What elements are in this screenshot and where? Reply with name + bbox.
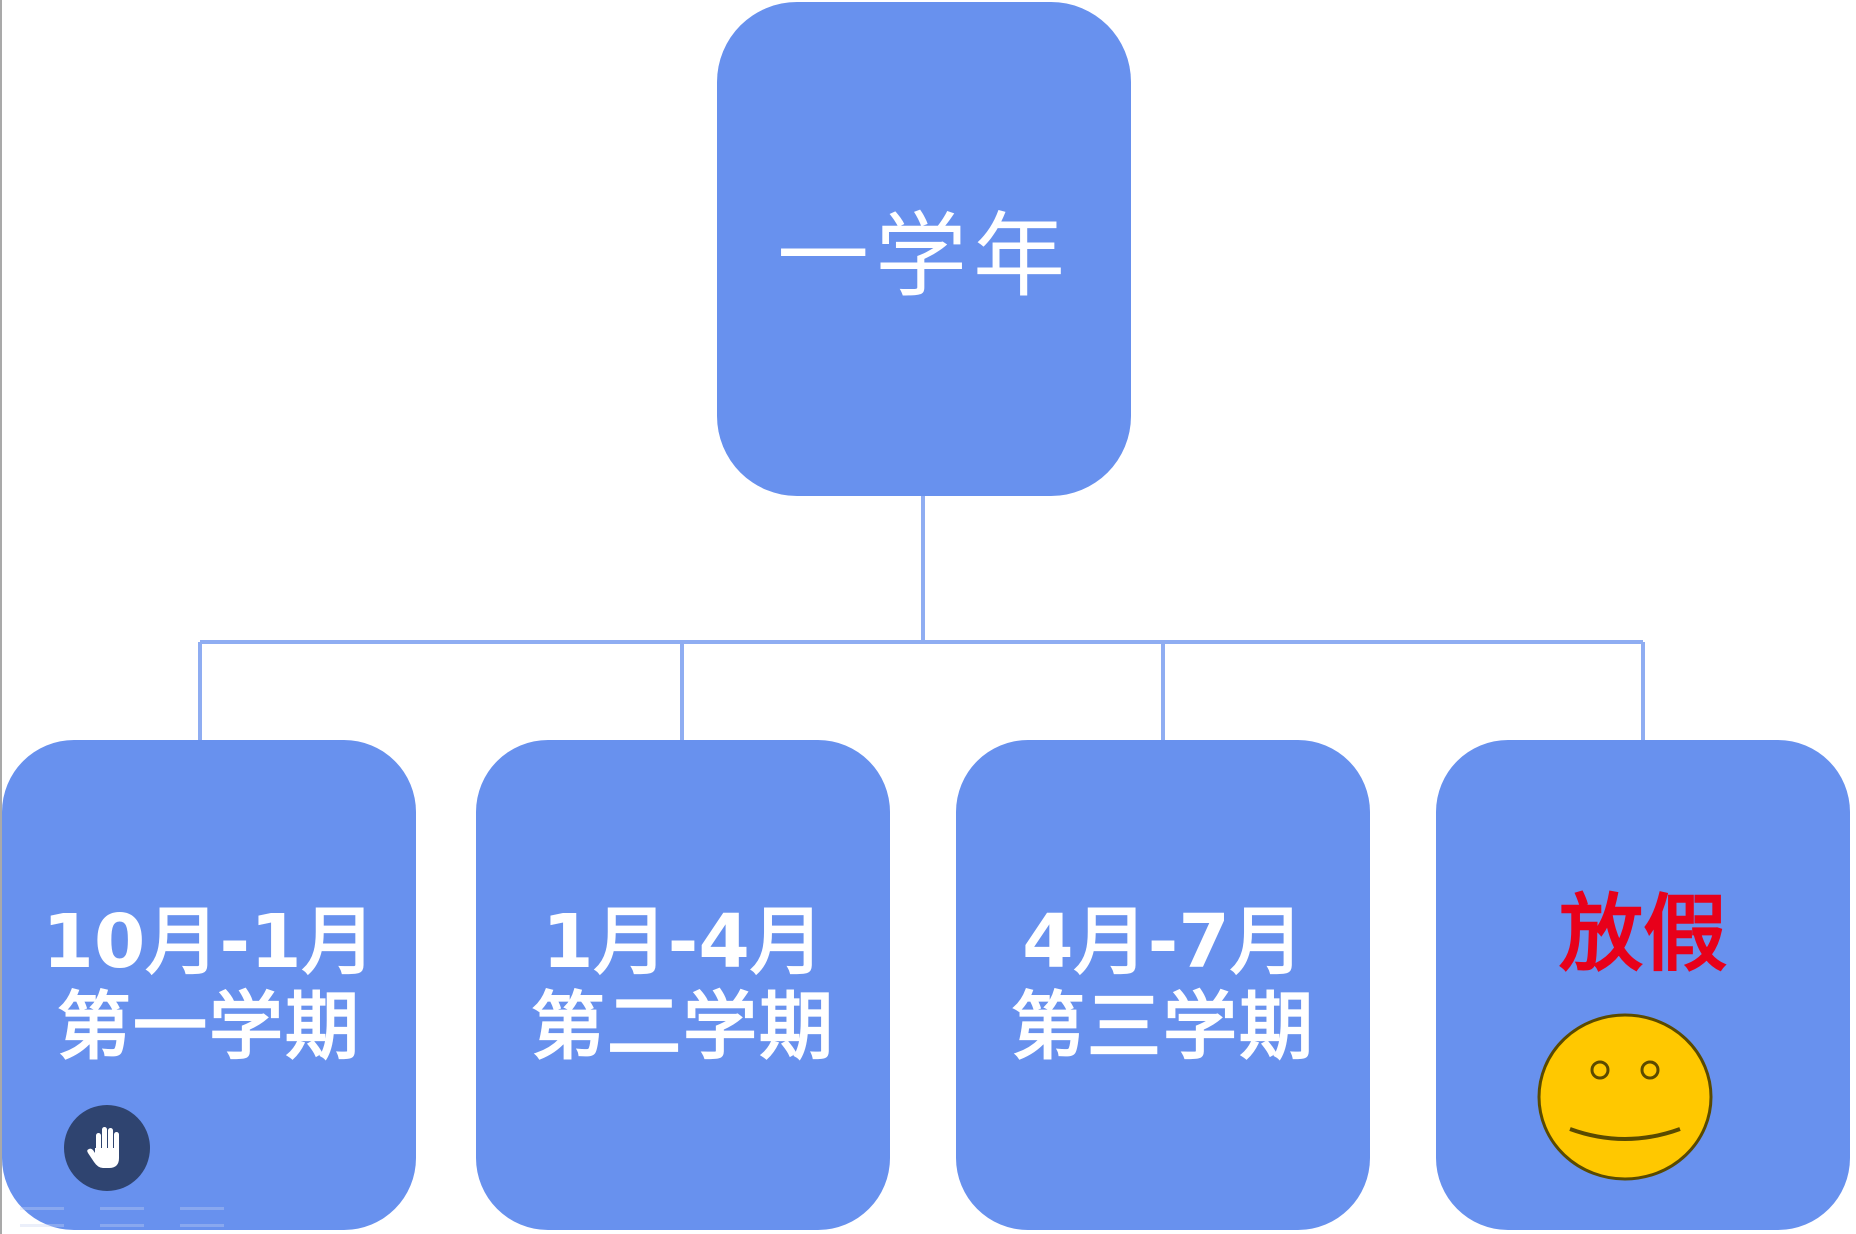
faded-next-icon [180, 1207, 224, 1227]
smiley-face-icon [1537, 1013, 1713, 1181]
hand-tool-button[interactable] [64, 1105, 150, 1191]
node-term-3: 4月-7月 第三学期 [956, 740, 1370, 1230]
term-2-label: 第二学期 [531, 984, 835, 1070]
term-3-label: 第三学期 [1011, 984, 1315, 1070]
faded-prev-icon [20, 1207, 64, 1227]
term-1-label: 第一学期 [57, 984, 361, 1070]
root-node-label: 一学年 [776, 202, 1071, 310]
faded-toolbar [20, 1200, 240, 1234]
hand-icon [87, 1127, 119, 1168]
faded-menu-icon [100, 1207, 144, 1227]
node-term-2: 1月-4月 第二学期 [476, 740, 890, 1230]
root-node-academic-year: 一学年 [717, 2, 1131, 496]
node-holiday: 放假 [1436, 740, 1850, 1230]
window-edge [0, 0, 2, 1234]
term-2-date-range: 1月-4月 [542, 899, 824, 985]
term-1-date-range: 10月-1月 [42, 899, 376, 985]
term-3-date-range: 4月-7月 [1022, 899, 1304, 985]
node-term-1: 10月-1月 第一学期 [2, 740, 416, 1230]
holiday-label: 放假 [1558, 885, 1727, 983]
